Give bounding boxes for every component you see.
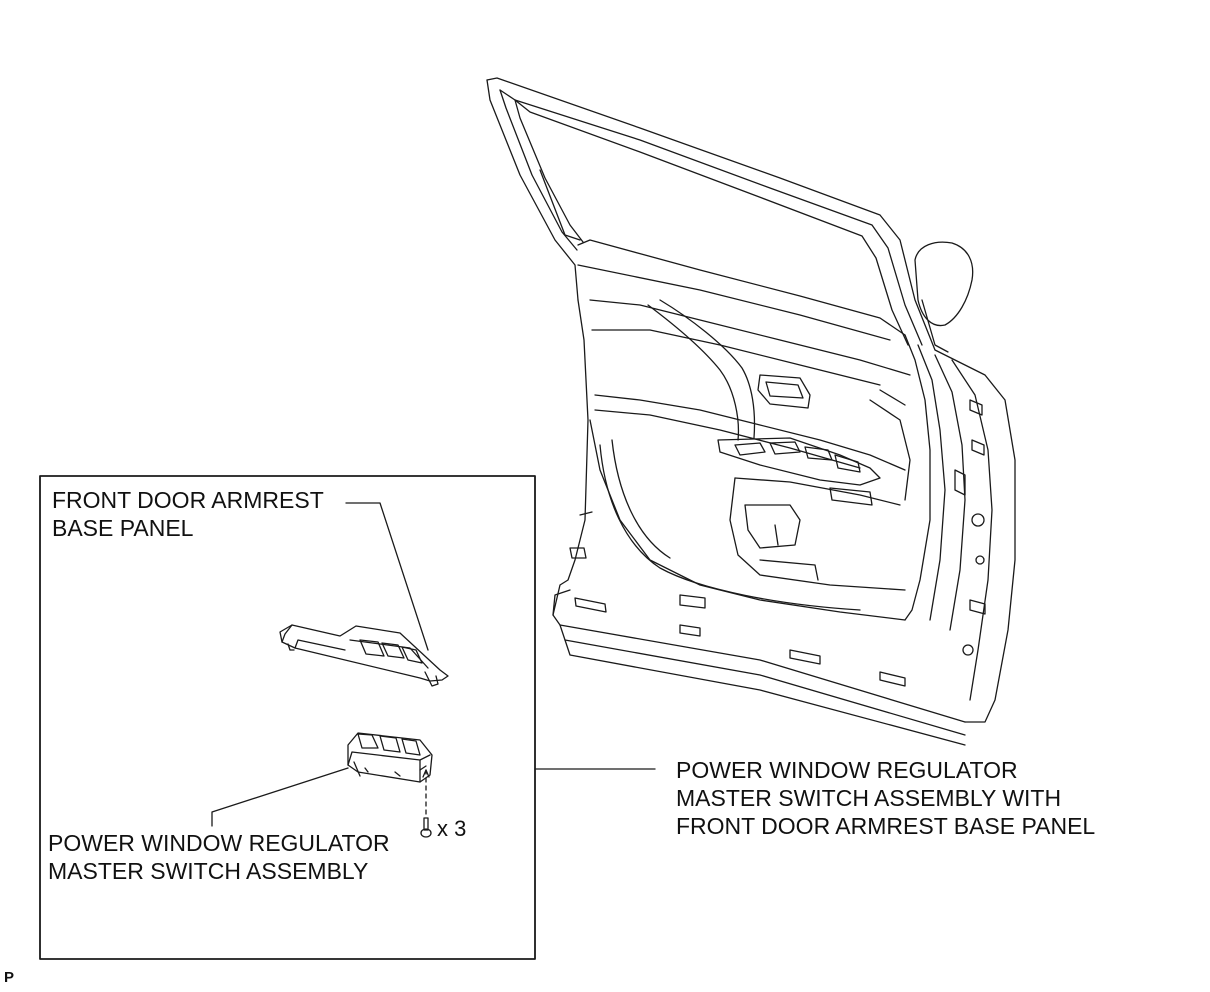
armrest-base-panel-part [279, 624, 449, 687]
reference-mark: P [4, 969, 15, 986]
switch-leader-line [211, 767, 349, 827]
armrest-panel-label: FRONT DOOR ARMREST BASE PANEL [52, 487, 324, 541]
armrest-leader-line [345, 502, 429, 651]
screw-icon [420, 817, 432, 838]
assembly-with-panel-label: POWER WINDOW REGULATOR MASTER SWITCH ASS… [676, 757, 1096, 839]
detail-box [39, 475, 536, 960]
screw-count-label: x 3 [437, 816, 467, 841]
front-door-illustration [486, 77, 1016, 746]
master-switch-part [347, 732, 433, 783]
master-switch-label: POWER WINDOW REGULATOR MASTER SWITCH ASS… [48, 830, 390, 884]
screw-arrow [422, 769, 430, 778]
